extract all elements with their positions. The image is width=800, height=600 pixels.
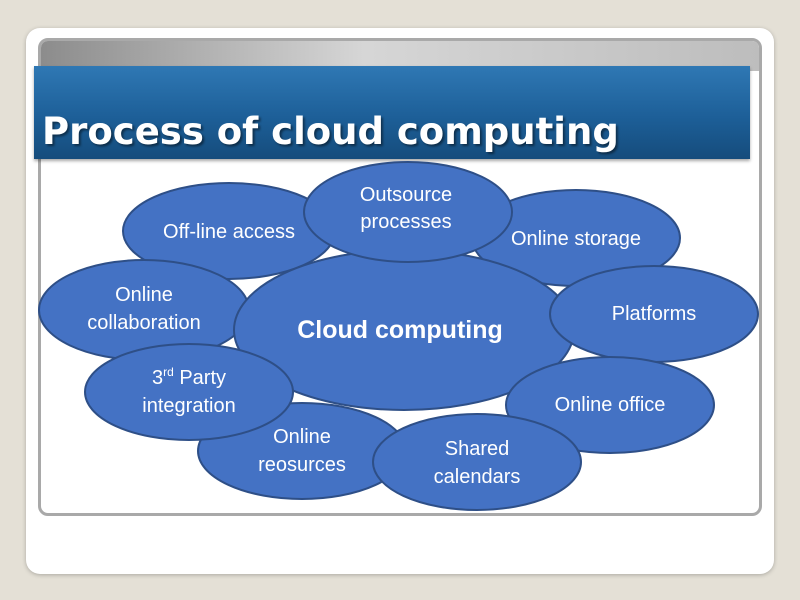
node-label-line-1: 3rd Party	[152, 365, 226, 389]
page-title: Process of cloud computing	[42, 110, 619, 153]
node-label-line-1: Online	[115, 284, 173, 306]
node-label-line-2: processes	[360, 211, 451, 233]
node-off-line-access: Off-line access	[122, 182, 336, 280]
node-label-line-1: Outsource	[360, 184, 452, 206]
node-label-line-2: integration	[142, 395, 235, 417]
node-platforms: Platforms	[549, 265, 759, 363]
center-label: Cloud computing	[297, 316, 503, 344]
node-label-line-2: calendars	[434, 466, 521, 488]
node-label-line-2: collaboration	[87, 312, 200, 334]
node-label: Platforms	[612, 303, 696, 325]
node-label-line-1: Shared	[445, 438, 510, 460]
node-label: Online office	[555, 394, 666, 416]
title-bar	[34, 66, 750, 159]
node-shared-calendars: Shared calendars	[372, 413, 582, 511]
node-online-collaboration: Online collaboration	[38, 259, 250, 361]
node-label-line-2: reosurces	[258, 454, 346, 476]
node-label-line-1: Online	[273, 426, 331, 448]
node-outsource-processes: Outsource processes	[303, 161, 513, 263]
node-label: Online storage	[511, 228, 641, 250]
node-online-office: Online office	[505, 356, 715, 454]
node-3rd-party-integration: 3rd Party integration	[84, 343, 294, 441]
node-label: Off-line access	[163, 221, 295, 243]
node-cloud-computing: Cloud computing	[233, 249, 575, 411]
